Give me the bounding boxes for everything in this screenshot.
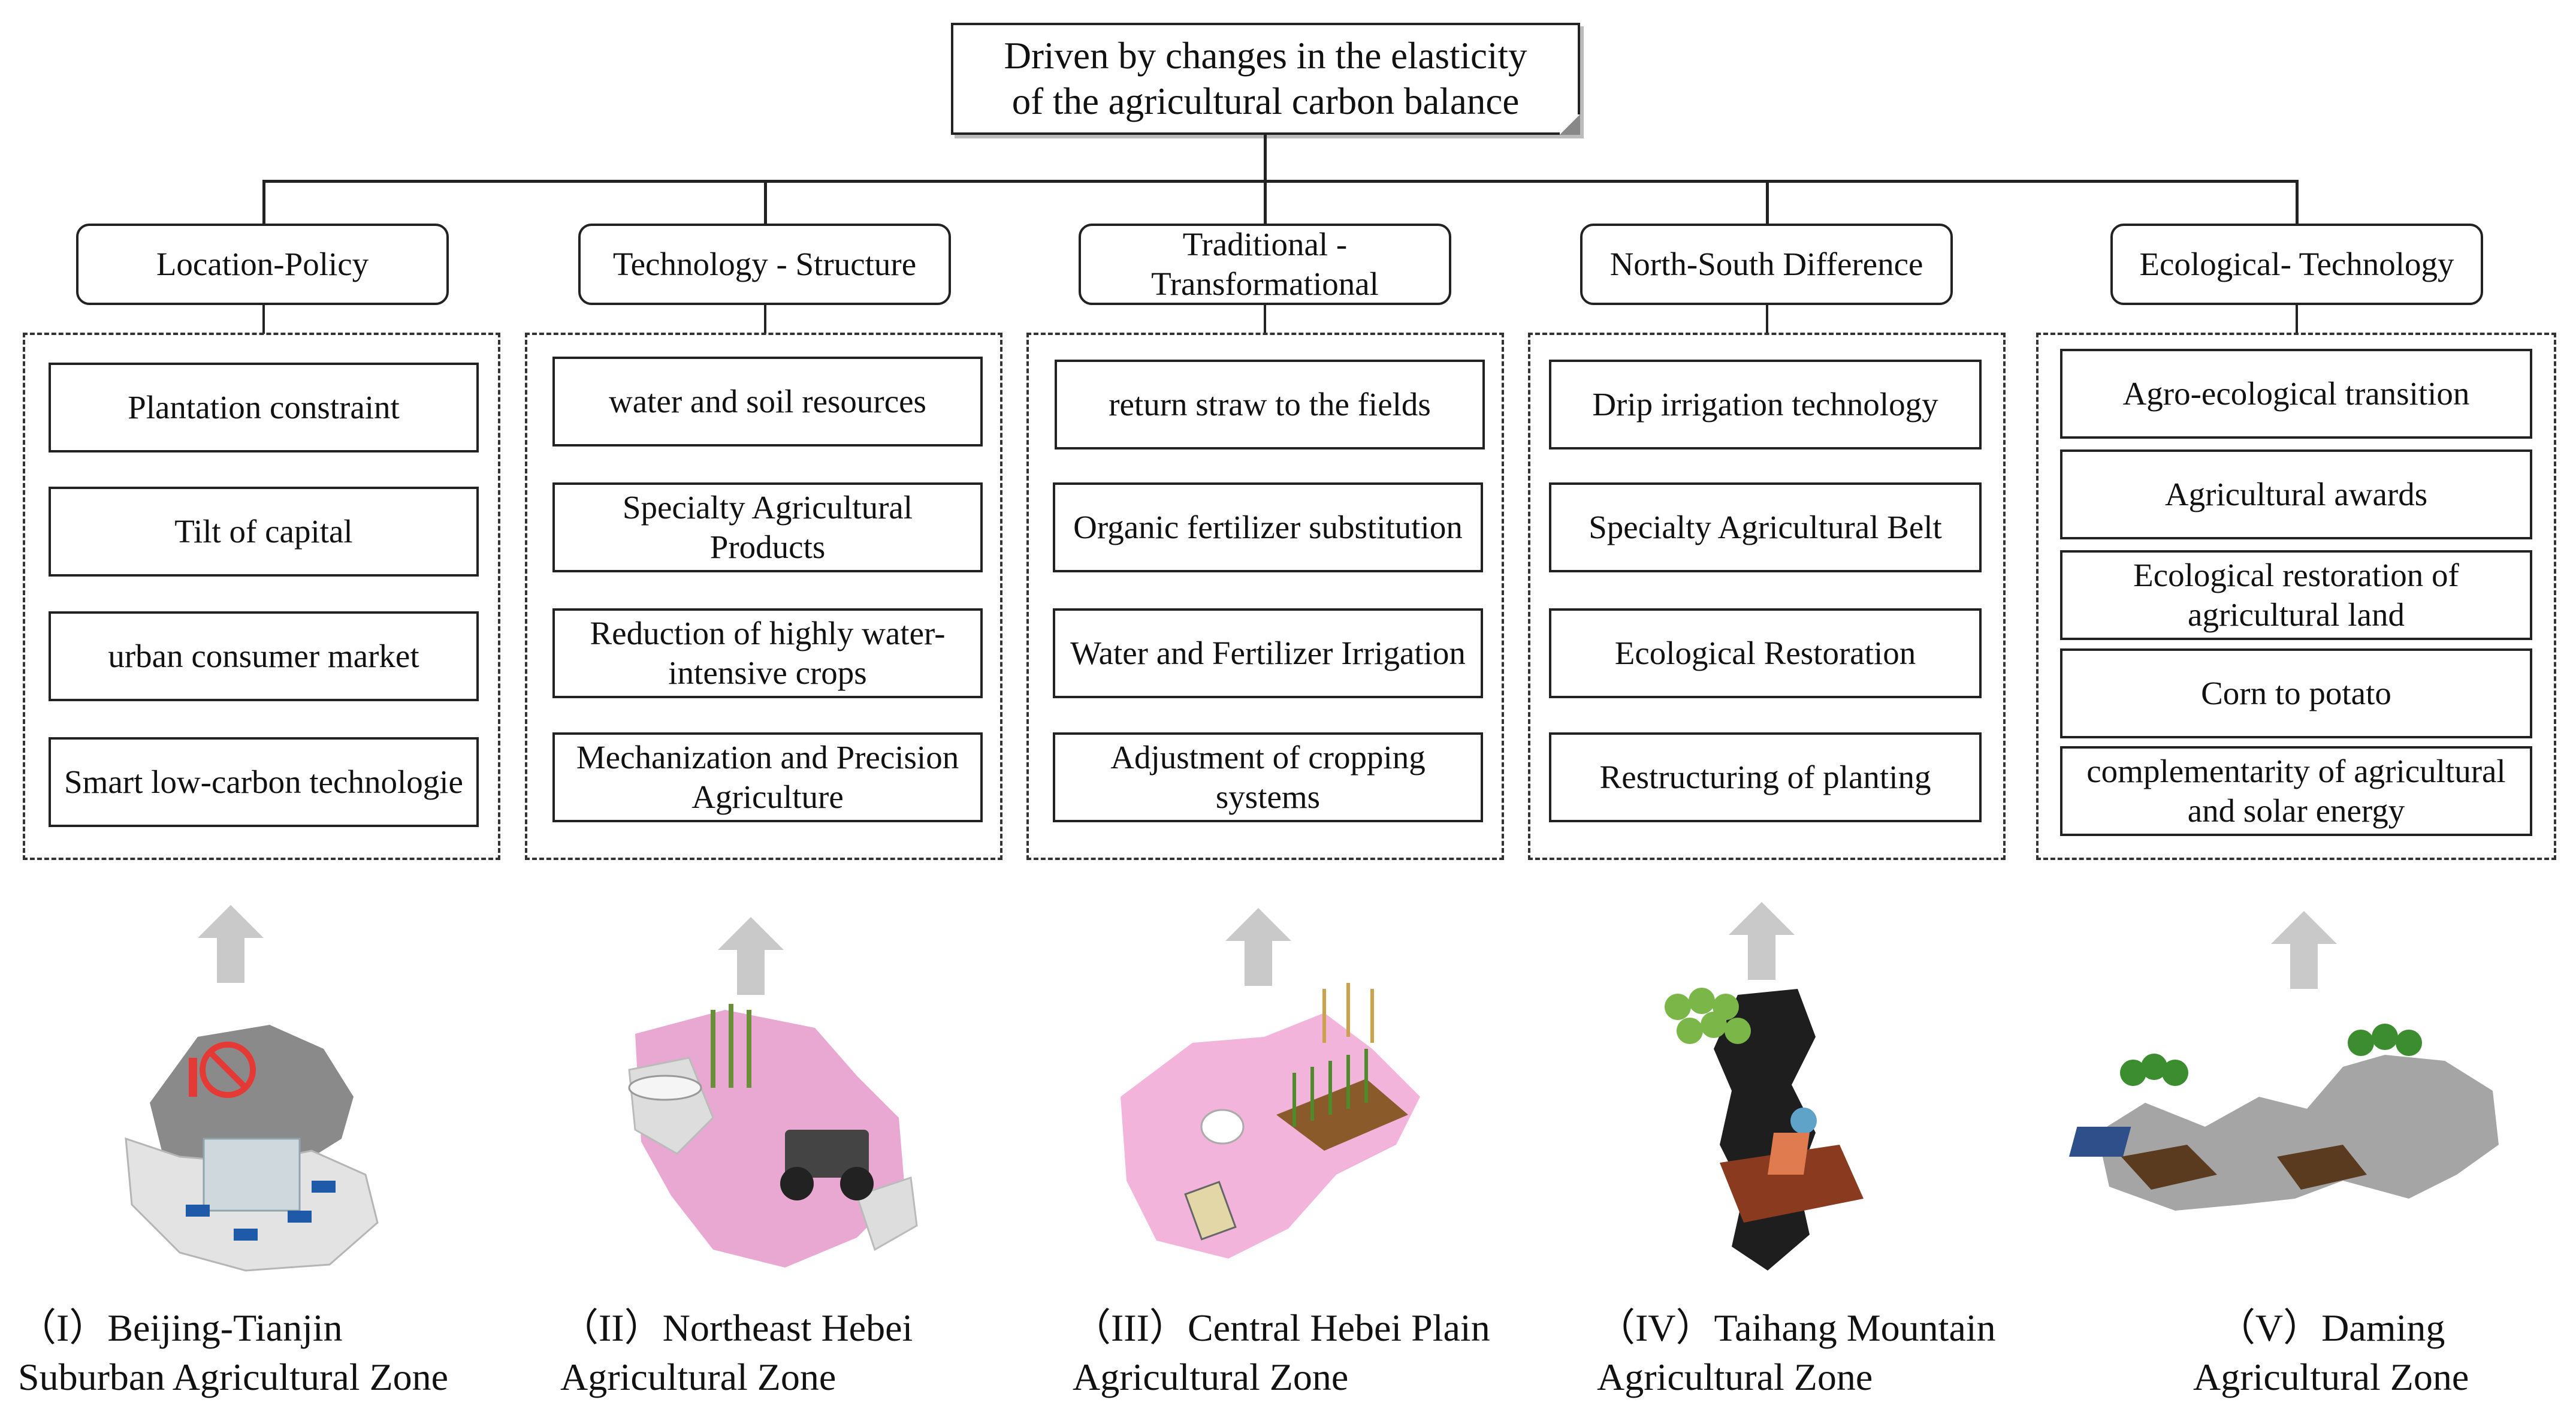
- root-connector: [1264, 135, 1267, 182]
- cat-connector-5: [2296, 305, 2298, 334]
- group-north-south: [1528, 333, 2006, 860]
- item-drip-irrigation: Drip irrigation technology: [1549, 360, 1982, 449]
- item-ecological-land: Ecological restoration of agricultural l…: [2060, 550, 2532, 640]
- branch-4: [1766, 180, 1769, 225]
- map-northeast-hebei-illustration: [628, 1004, 918, 1268]
- zone-caption-2: （II）Northeast Hebei Agricultural Zone: [560, 1307, 913, 1398]
- up-arrow-icon: [1225, 908, 1291, 986]
- item-specialty-belt: Specialty Agricultural Belt: [1549, 482, 1982, 572]
- item-solar-complementarity: complementarity of agricultural and sola…: [2060, 746, 2532, 836]
- branch-2: [764, 180, 767, 225]
- category-box-location-policy: Location-Policy: [76, 224, 449, 305]
- zone-caption-5: （V）Daming Agricultural Zone: [2193, 1307, 2469, 1398]
- zone-caption-4: （IV）Taihang Mountain Agricultural Zone: [1597, 1307, 1996, 1398]
- group-location-policy: [23, 333, 500, 860]
- root-line-2: of the agricultural carbon balance: [1011, 80, 1520, 122]
- zone-caption-3: （III）Central Hebei Plain Agricultural Zo…: [1073, 1307, 1490, 1398]
- group-ecological-technology: [2036, 333, 2556, 860]
- branch-1: [262, 180, 265, 225]
- zone-caption-1: （I）Beijing-Tianjin Suburban Agricultural…: [18, 1307, 449, 1398]
- horizontal-connector: [262, 180, 2296, 183]
- item-water-soil: water and soil resources: [552, 357, 983, 446]
- up-arrow-icon: [198, 905, 264, 983]
- map-daming-illustration: [2069, 1024, 2499, 1211]
- category-box-ecological-technology: Ecological- Technology: [2110, 224, 2483, 305]
- branch-3: [1264, 180, 1267, 225]
- item-mechanization: Mechanization and Precision Agriculture: [552, 732, 983, 822]
- item-return-straw: return straw to the fields: [1055, 360, 1485, 449]
- item-plantation-constraint: Plantation constraint: [49, 363, 479, 452]
- cat-connector-3: [1264, 305, 1266, 334]
- item-tilt-of-capital: Tilt of capital: [49, 487, 479, 577]
- cat-connector-2: [764, 305, 766, 334]
- up-arrow-icon: [2271, 911, 2337, 989]
- cat-connector-4: [1766, 305, 1768, 334]
- map-taihang-mountain-illustration: [1665, 988, 1864, 1271]
- category-box-traditional-transformational: Traditional - Transformational: [1079, 224, 1451, 305]
- group-traditional-transformational: [1026, 333, 1504, 860]
- item-ecological-restoration: Ecological Restoration: [1549, 608, 1982, 698]
- item-restructuring-planting: Restructuring of planting: [1549, 732, 1982, 822]
- category-box-technology-structure: Technology - Structure: [578, 224, 951, 305]
- item-specialty-products: Specialty Agricultural Products: [552, 482, 983, 572]
- item-agro-ecological: Agro-ecological transition: [2060, 349, 2532, 439]
- category-box-north-south: North-South Difference: [1580, 224, 1953, 305]
- item-smart-low-carbon: Smart low-carbon technologie: [49, 737, 479, 827]
- root-line-1: Driven by changes in the elasticity: [1004, 34, 1527, 77]
- folded-corner: [1560, 114, 1580, 135]
- group-technology-structure: [525, 333, 1002, 860]
- item-organic-fertilizer: Organic fertilizer substitution: [1053, 482, 1483, 572]
- item-water-fertilizer: Water and Fertilizer Irrigation: [1053, 608, 1483, 698]
- cat-connector-1: [262, 305, 265, 334]
- map-central-hebei-illustration: [1121, 983, 1420, 1259]
- item-reduction-crops: Reduction of highly water-intensive crop…: [552, 608, 983, 698]
- item-cropping-systems: Adjustment of cropping systems: [1053, 732, 1483, 822]
- up-arrow-icon: [1729, 902, 1795, 980]
- item-urban-consumer-market: urban consumer market: [49, 611, 479, 701]
- map-beijing-tianjin-illustration: [125, 1025, 379, 1272]
- branch-5: [2296, 180, 2299, 225]
- up-arrow-icon: [718, 917, 784, 995]
- item-agricultural-awards: Agricultural awards: [2060, 449, 2532, 539]
- root-box: Driven by changes in the elasticity of t…: [951, 23, 1580, 135]
- item-corn-to-potato: Corn to potato: [2060, 648, 2532, 738]
